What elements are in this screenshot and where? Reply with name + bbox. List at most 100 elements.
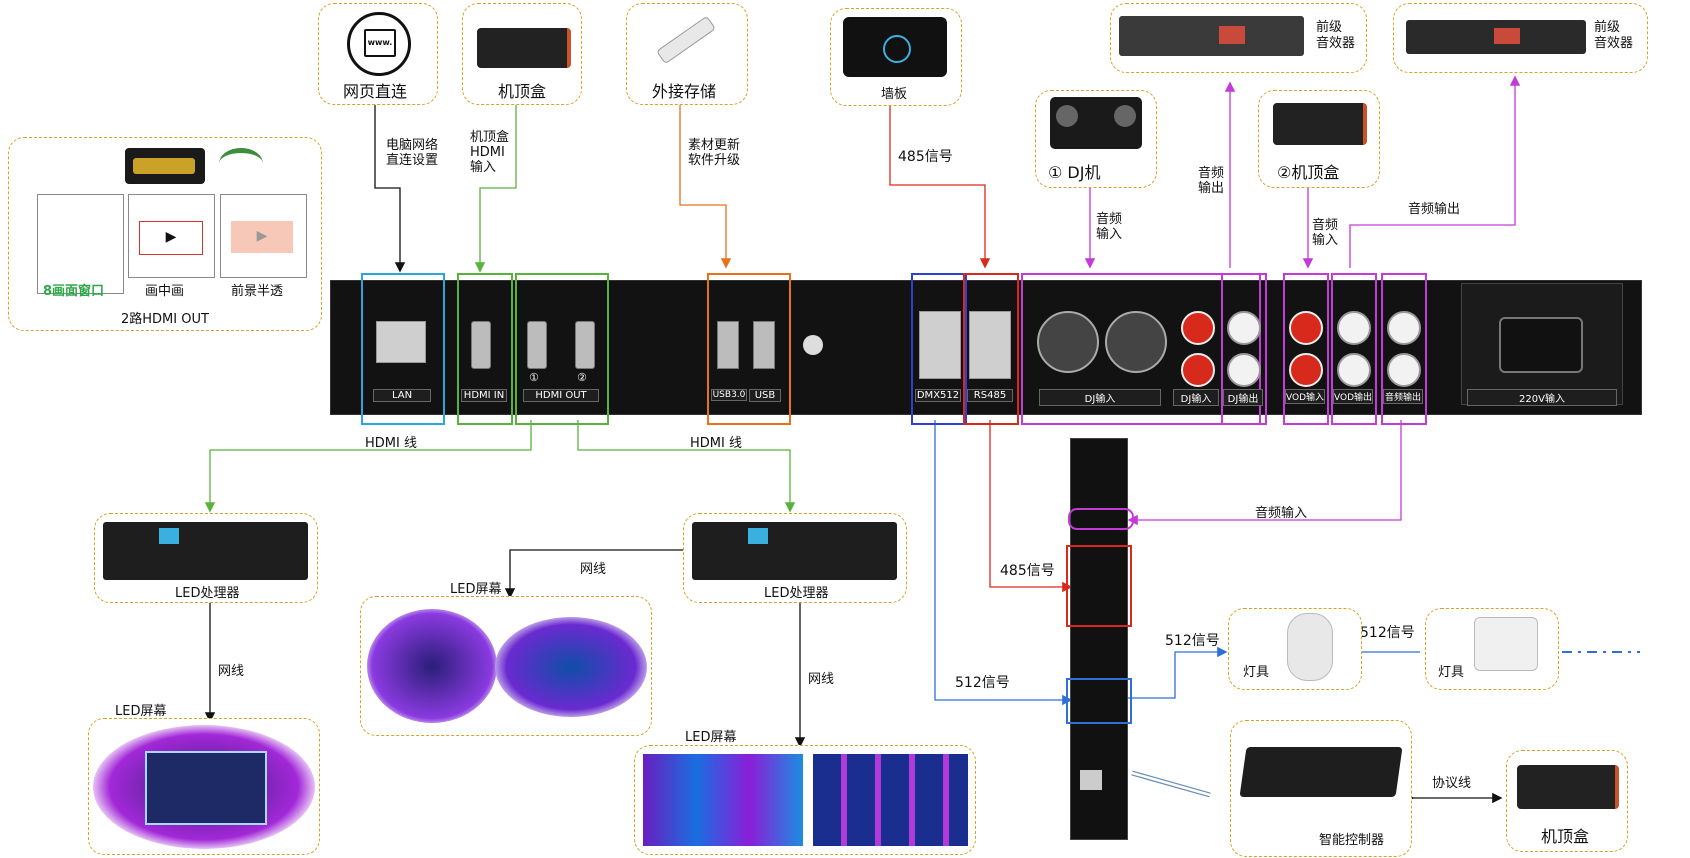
led-screen-2-box (360, 596, 652, 736)
usb30-label: USB3.0 (711, 389, 747, 401)
usb-stick-image (656, 15, 716, 65)
xlr-l-port[interactable] (1105, 311, 1167, 373)
rs485-label: RS485 (967, 389, 1013, 402)
hdmi-out-port-2[interactable] (575, 321, 595, 369)
xlr-r-port[interactable] (1037, 311, 1099, 373)
hdmi-in-label: HDMI IN (461, 389, 507, 402)
vod-out-label: VOD输出 (1333, 389, 1373, 404)
stb-image (477, 28, 571, 68)
dj-in-note: 音频 输入 (1096, 212, 1123, 242)
light-2-box: 灯具 (1425, 608, 1559, 690)
dmx-label: DMX512 (915, 389, 961, 402)
vod-out-r-port[interactable] (1337, 311, 1371, 345)
led-screen-3-label: LED屏幕 (685, 730, 737, 745)
pip-thumb: ▶ (128, 194, 215, 278)
sig512-mid: 512信号 (955, 675, 1010, 691)
led-screen-3a-image (643, 754, 803, 846)
hdmi-line-2: HDMI 线 (690, 436, 742, 451)
web-direct-label: 网页直连 (343, 82, 408, 101)
led-screen-1-label: LED屏幕 (115, 704, 167, 719)
dj-out-frame (1221, 273, 1267, 425)
smart-ctrl-label: 智能控制器 (1319, 833, 1385, 848)
lan-note: 电脑网络 直连设置 (386, 138, 439, 168)
lan-port[interactable] (376, 321, 426, 363)
link-unit-smart-inner (1131, 771, 1211, 797)
link-hdmi2-proc2 (577, 420, 796, 513)
net-note-2: 网线 (580, 562, 607, 577)
usb30-port[interactable] (717, 321, 739, 369)
preamp2-box: 前级 音效器 (1393, 3, 1648, 73)
vod-in-label: VOD输入 (1285, 389, 1325, 404)
sig512-right: 512信号 (1165, 633, 1220, 649)
audio-out-l-port[interactable] (1387, 353, 1421, 387)
link-audioout-ctrl (1127, 420, 1402, 526)
led-proc-1-label: LED处理器 (175, 586, 240, 601)
stb2-in-note: 音频 输入 (1312, 218, 1339, 248)
led-screen-2a-image (367, 609, 497, 723)
hdmi-cable-icon (125, 148, 205, 184)
sig485-mid: 485信号 (1000, 563, 1055, 579)
dj-out-label: DJ输出 (1223, 389, 1263, 406)
moving-head-light-image (1287, 613, 1333, 681)
led-screen-1-box (88, 718, 320, 855)
vod-out-frame (1331, 273, 1377, 425)
link-wall-rs485 (889, 100, 991, 269)
power-label: 220V输入 (1467, 389, 1617, 406)
hdmi-out-box: 8画面窗口 ▶ 画中画 ▶ 前景半透 2路HDMI OUT (8, 137, 322, 331)
usb-label: USB (749, 389, 781, 402)
stb2-image (1273, 103, 1367, 145)
ctrl-lan-port[interactable] (1080, 770, 1102, 790)
usb-port[interactable] (753, 321, 775, 369)
front-transparent-label: 前景半透 (231, 284, 284, 299)
wallpanel-image (843, 17, 947, 77)
preamp1-label: 前级 音效器 (1316, 20, 1356, 51)
dj-out-l-port[interactable] (1227, 353, 1261, 387)
link-web-lan (374, 100, 406, 273)
power-socket[interactable] (1499, 317, 1583, 373)
link-stb-hdmiin (474, 100, 517, 273)
smart-ctrl-box: 智能控制器 (1230, 720, 1412, 857)
stb-box: 机顶盒 (462, 3, 582, 105)
eight-windows-thumb (37, 194, 124, 294)
audio-in-mid: 音频输入 (1255, 506, 1308, 521)
hdmi-in-port[interactable] (471, 321, 491, 369)
power-button[interactable] (803, 335, 823, 355)
hdmi-out-port-1[interactable] (527, 321, 547, 369)
protocol-note: 协议线 (1432, 776, 1472, 791)
usb-frame (707, 273, 791, 425)
audio-out-frame (1381, 273, 1427, 425)
browser-icon: www. (347, 12, 411, 76)
dj-out-r-port[interactable] (1227, 311, 1261, 345)
led-proc-1-image (103, 522, 308, 580)
link-dmx-ctrl (934, 420, 1073, 706)
stb-label: 机顶盒 (498, 82, 547, 101)
front-transparent-thumb: ▶ (220, 194, 307, 278)
dj-in-frame (1021, 273, 1261, 425)
audio-out-note-2: 音频输出 (1408, 202, 1461, 217)
dj-rca-l-port[interactable] (1181, 353, 1215, 387)
storage-label: 外接存储 (652, 82, 717, 101)
led-proc-2-box: LED处理器 (683, 513, 907, 603)
rear-panel: LAN HDMI IN ① ② HDMI OUT USB3.0 USB DMX5… (330, 273, 1642, 425)
vod-in-r-port[interactable] (1289, 311, 1323, 345)
link-storage-usb (679, 100, 732, 269)
sig485-top: 485信号 (898, 149, 953, 165)
vod-out-l-port[interactable] (1337, 353, 1371, 387)
vod-in-l-port[interactable] (1289, 353, 1323, 387)
hdmi-out-caption: 2路HDMI OUT (121, 312, 209, 327)
vod-in-frame (1283, 273, 1329, 425)
rs485-port[interactable] (969, 311, 1011, 379)
preamp2-image (1406, 20, 1586, 54)
audio-out-r-port[interactable] (1387, 311, 1421, 345)
stb3-image (1517, 765, 1619, 809)
link-vodout-preamp2 (1349, 75, 1521, 268)
dj-label: ① DJ机 (1048, 163, 1101, 182)
audio-out-label: 音频输出 (1383, 389, 1423, 404)
led-screen-2-label: LED屏幕 (450, 582, 502, 597)
hdmi-out-frame (515, 273, 609, 425)
dj-in-xlr-label: DJ输入 (1039, 389, 1161, 406)
net-note-1: 网线 (218, 664, 245, 679)
dj-rca-r-port[interactable] (1181, 311, 1215, 345)
light-1-box: 灯具 (1228, 608, 1362, 690)
dmx-port[interactable] (919, 311, 961, 379)
